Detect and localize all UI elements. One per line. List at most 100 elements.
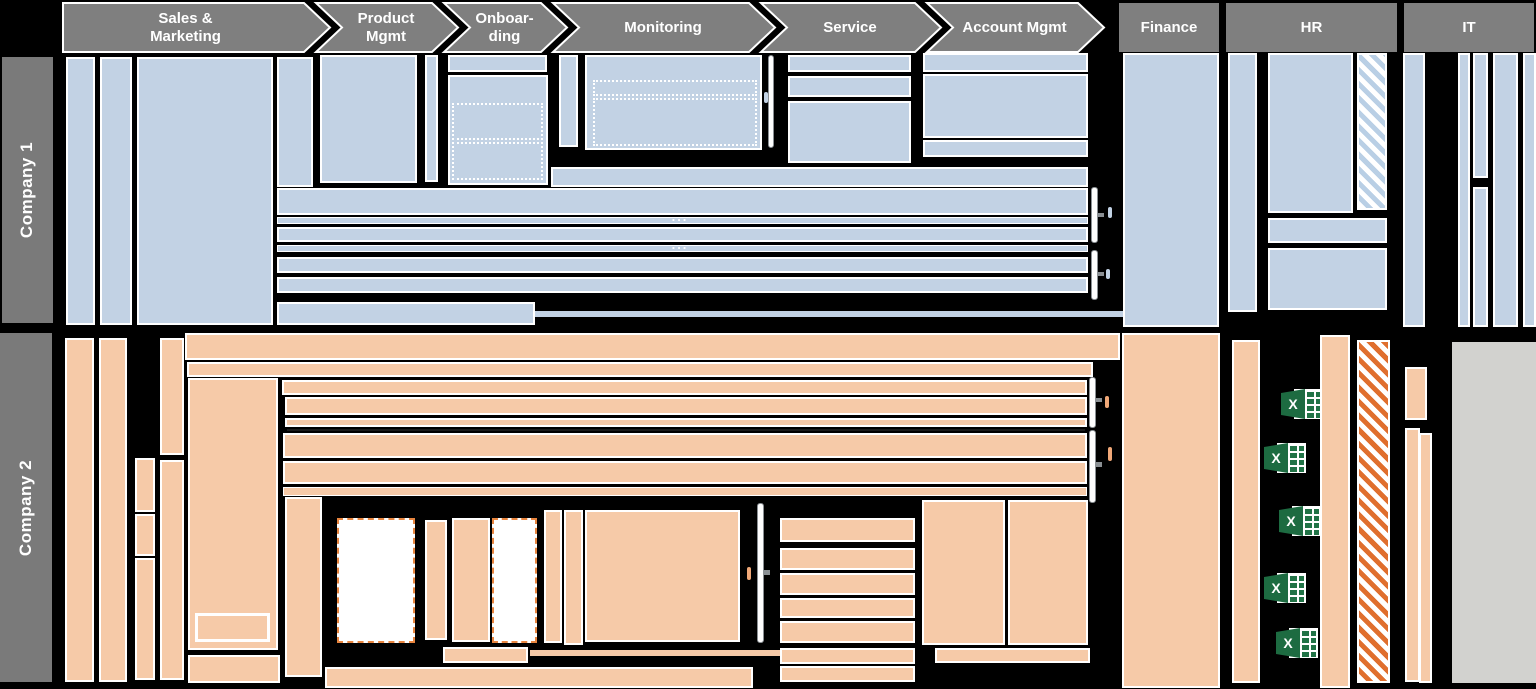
app-block [780,548,915,570]
process-header-arrows [62,2,1106,53]
app-block [923,53,1088,72]
process-step-chevron [550,2,777,53]
app-block [1493,53,1518,327]
app-block [551,167,1088,187]
row-label-text: Company 2 [16,459,36,556]
placeholder-block [492,518,537,643]
app-block [285,497,322,677]
excel-file-icon: X [1264,573,1306,603]
app-block [135,514,155,556]
app-block [780,518,915,542]
department-label: IT [1462,19,1476,36]
department-header-it: IT [1404,3,1534,52]
dashed-sub-block [452,142,543,180]
app-block [564,510,583,645]
app-block [325,667,753,688]
app-block [188,655,280,683]
app-block [1405,428,1420,682]
app-block [1228,53,1257,312]
app-block [780,598,915,618]
app-block [187,362,1093,377]
app-block [65,338,94,682]
excel-file-icon: X [1263,442,1307,474]
connector-mark [1108,207,1112,218]
connector-mark [764,92,768,103]
app-block [1473,53,1488,178]
app-block [135,458,155,512]
app-block [923,74,1088,138]
app-block [1268,248,1387,310]
app-block [285,397,1087,415]
app-block [277,57,313,187]
app-block [160,338,184,455]
svg-text:X: X [1286,513,1296,529]
placeholder-block [337,518,415,643]
app-block [277,227,1088,242]
app-block [448,75,548,185]
svg-text:X: X [1288,396,1298,412]
dashed-sub-block [593,98,757,146]
connector-tick [1096,398,1102,402]
row-label-text: Company 1 [17,141,37,239]
connector-bar [1089,377,1096,428]
app-block [1403,53,1425,327]
app-block [780,573,915,595]
app-block [780,648,915,664]
app-block [448,55,547,72]
app-block [285,418,1087,427]
app-block [1419,433,1432,683]
app-block [135,558,155,680]
app-block [788,76,911,97]
excel-file-icon: X [1264,443,1306,473]
connector-tick [1096,462,1102,467]
app-block [277,188,1088,215]
hatched-block [1357,53,1387,210]
app-block [1268,53,1353,213]
app-block [788,101,911,163]
department-label: Finance [1140,19,1198,36]
app-block [1008,500,1088,645]
process-step-chevron [313,2,460,53]
app-block [160,460,184,680]
app-block [1320,335,1350,688]
app-block [443,647,528,663]
svg-text:X: X [1283,635,1293,651]
app-block [1405,367,1427,420]
app-block [283,461,1087,484]
app-block [99,338,127,682]
department-header-hr: HR [1226,3,1397,52]
connector-bar [1089,430,1096,503]
app-block [425,520,447,640]
excel-file-icon: X [1275,627,1319,659]
app-block [282,380,1087,395]
app-block [66,57,95,325]
svg-text:X: X [1271,580,1281,596]
excel-file-icon: X [1276,628,1318,658]
connector-line [530,650,780,656]
connector-mark [747,567,751,580]
process-step-chevron [441,2,569,53]
app-block [100,57,132,325]
app-block [277,277,1088,293]
app-bar [277,217,1088,224]
app-block [277,257,1088,273]
department-header-finance: Finance [1119,3,1219,52]
finance-block [1122,333,1220,688]
row-label-company-2: Company 2 [0,333,52,682]
outlined-sub-block [195,613,270,642]
app-block [780,666,915,682]
app-bar [277,245,1088,252]
connector-line [535,311,1123,317]
excel-file-icon: X [1279,506,1321,536]
app-block [185,333,1120,360]
app-block [923,140,1088,157]
connector-bar [768,55,774,148]
app-block [283,433,1087,458]
app-block [544,510,562,643]
svg-text:X: X [1271,450,1281,466]
app-block [585,510,740,642]
connector-mark [1106,269,1110,279]
app-block [922,500,1005,645]
app-bar [283,487,1087,496]
